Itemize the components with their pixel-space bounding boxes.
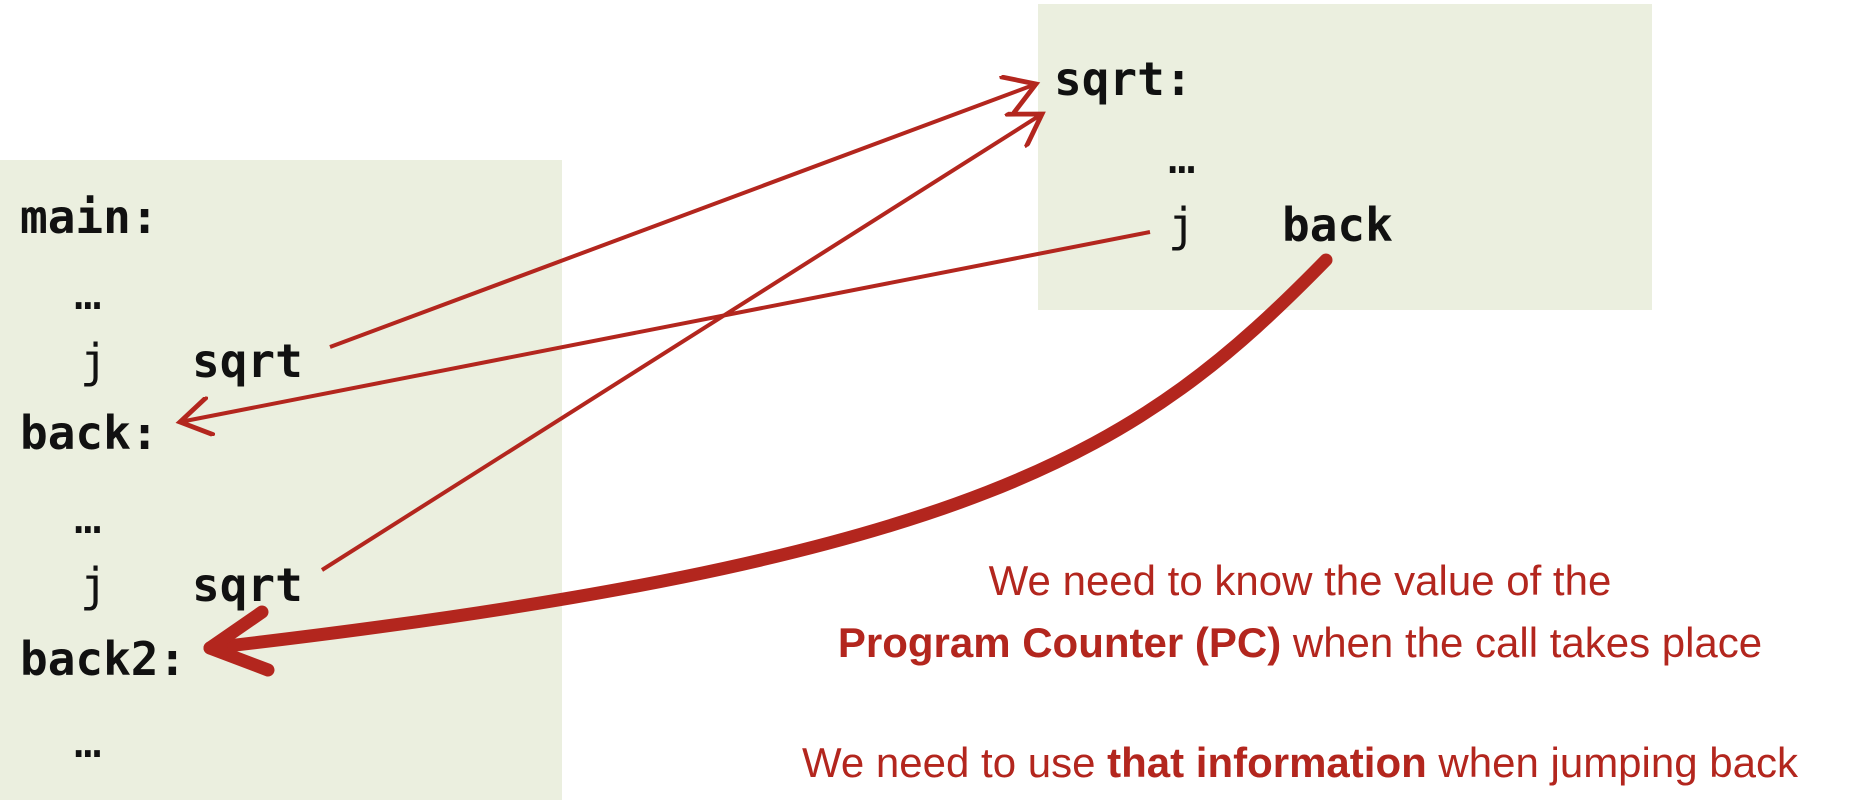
jump-target-sqrt-2: sqrt — [192, 558, 303, 612]
note-line-1: We need to know the value of the — [800, 556, 1800, 606]
note-line-1-text: We need to know the value of the — [988, 557, 1612, 604]
note-line-2-rest: when the call takes place — [1281, 619, 1763, 666]
jump-target-back: back — [1282, 198, 1393, 252]
label-sqrt: sqrt: — [1054, 52, 1193, 106]
note-pc-bold: Program Counter (PC) — [837, 619, 1282, 666]
label-main: main: — [20, 190, 159, 244]
arrow-return-back2 — [203, 253, 1333, 655]
main-code-block — [0, 160, 562, 800]
note-line-2: Program Counter (PC) when the call takes… — [800, 618, 1800, 668]
jump-op-sqrt: j — [1168, 198, 1196, 252]
ellipsis-main-3: … — [74, 714, 102, 768]
ellipsis-main-2: … — [74, 490, 102, 544]
sqrt-code-block — [1038, 4, 1652, 310]
note-line-3-pre: We need to use — [802, 739, 1108, 786]
ellipsis-sqrt: … — [1168, 130, 1196, 184]
jump-op-1: j — [80, 334, 108, 388]
arrow-return-back — [180, 230, 1151, 422]
note-line-3: We need to use that information when jum… — [740, 738, 1860, 788]
note-that-info-bold: that information — [1107, 739, 1427, 786]
label-back: back: — [20, 406, 159, 460]
label-back2: back2: — [20, 632, 187, 686]
arrow-return-back2-head — [203, 605, 275, 677]
arrow-call-sqrt-1 — [329, 84, 1036, 349]
jump-target-sqrt-1: sqrt — [192, 334, 303, 388]
note-line-3-post: when jumping back — [1426, 739, 1798, 786]
ellipsis-main-1: … — [74, 266, 102, 320]
arrow-call-sqrt-2 — [320, 114, 1042, 572]
jump-op-2: j — [80, 558, 108, 612]
